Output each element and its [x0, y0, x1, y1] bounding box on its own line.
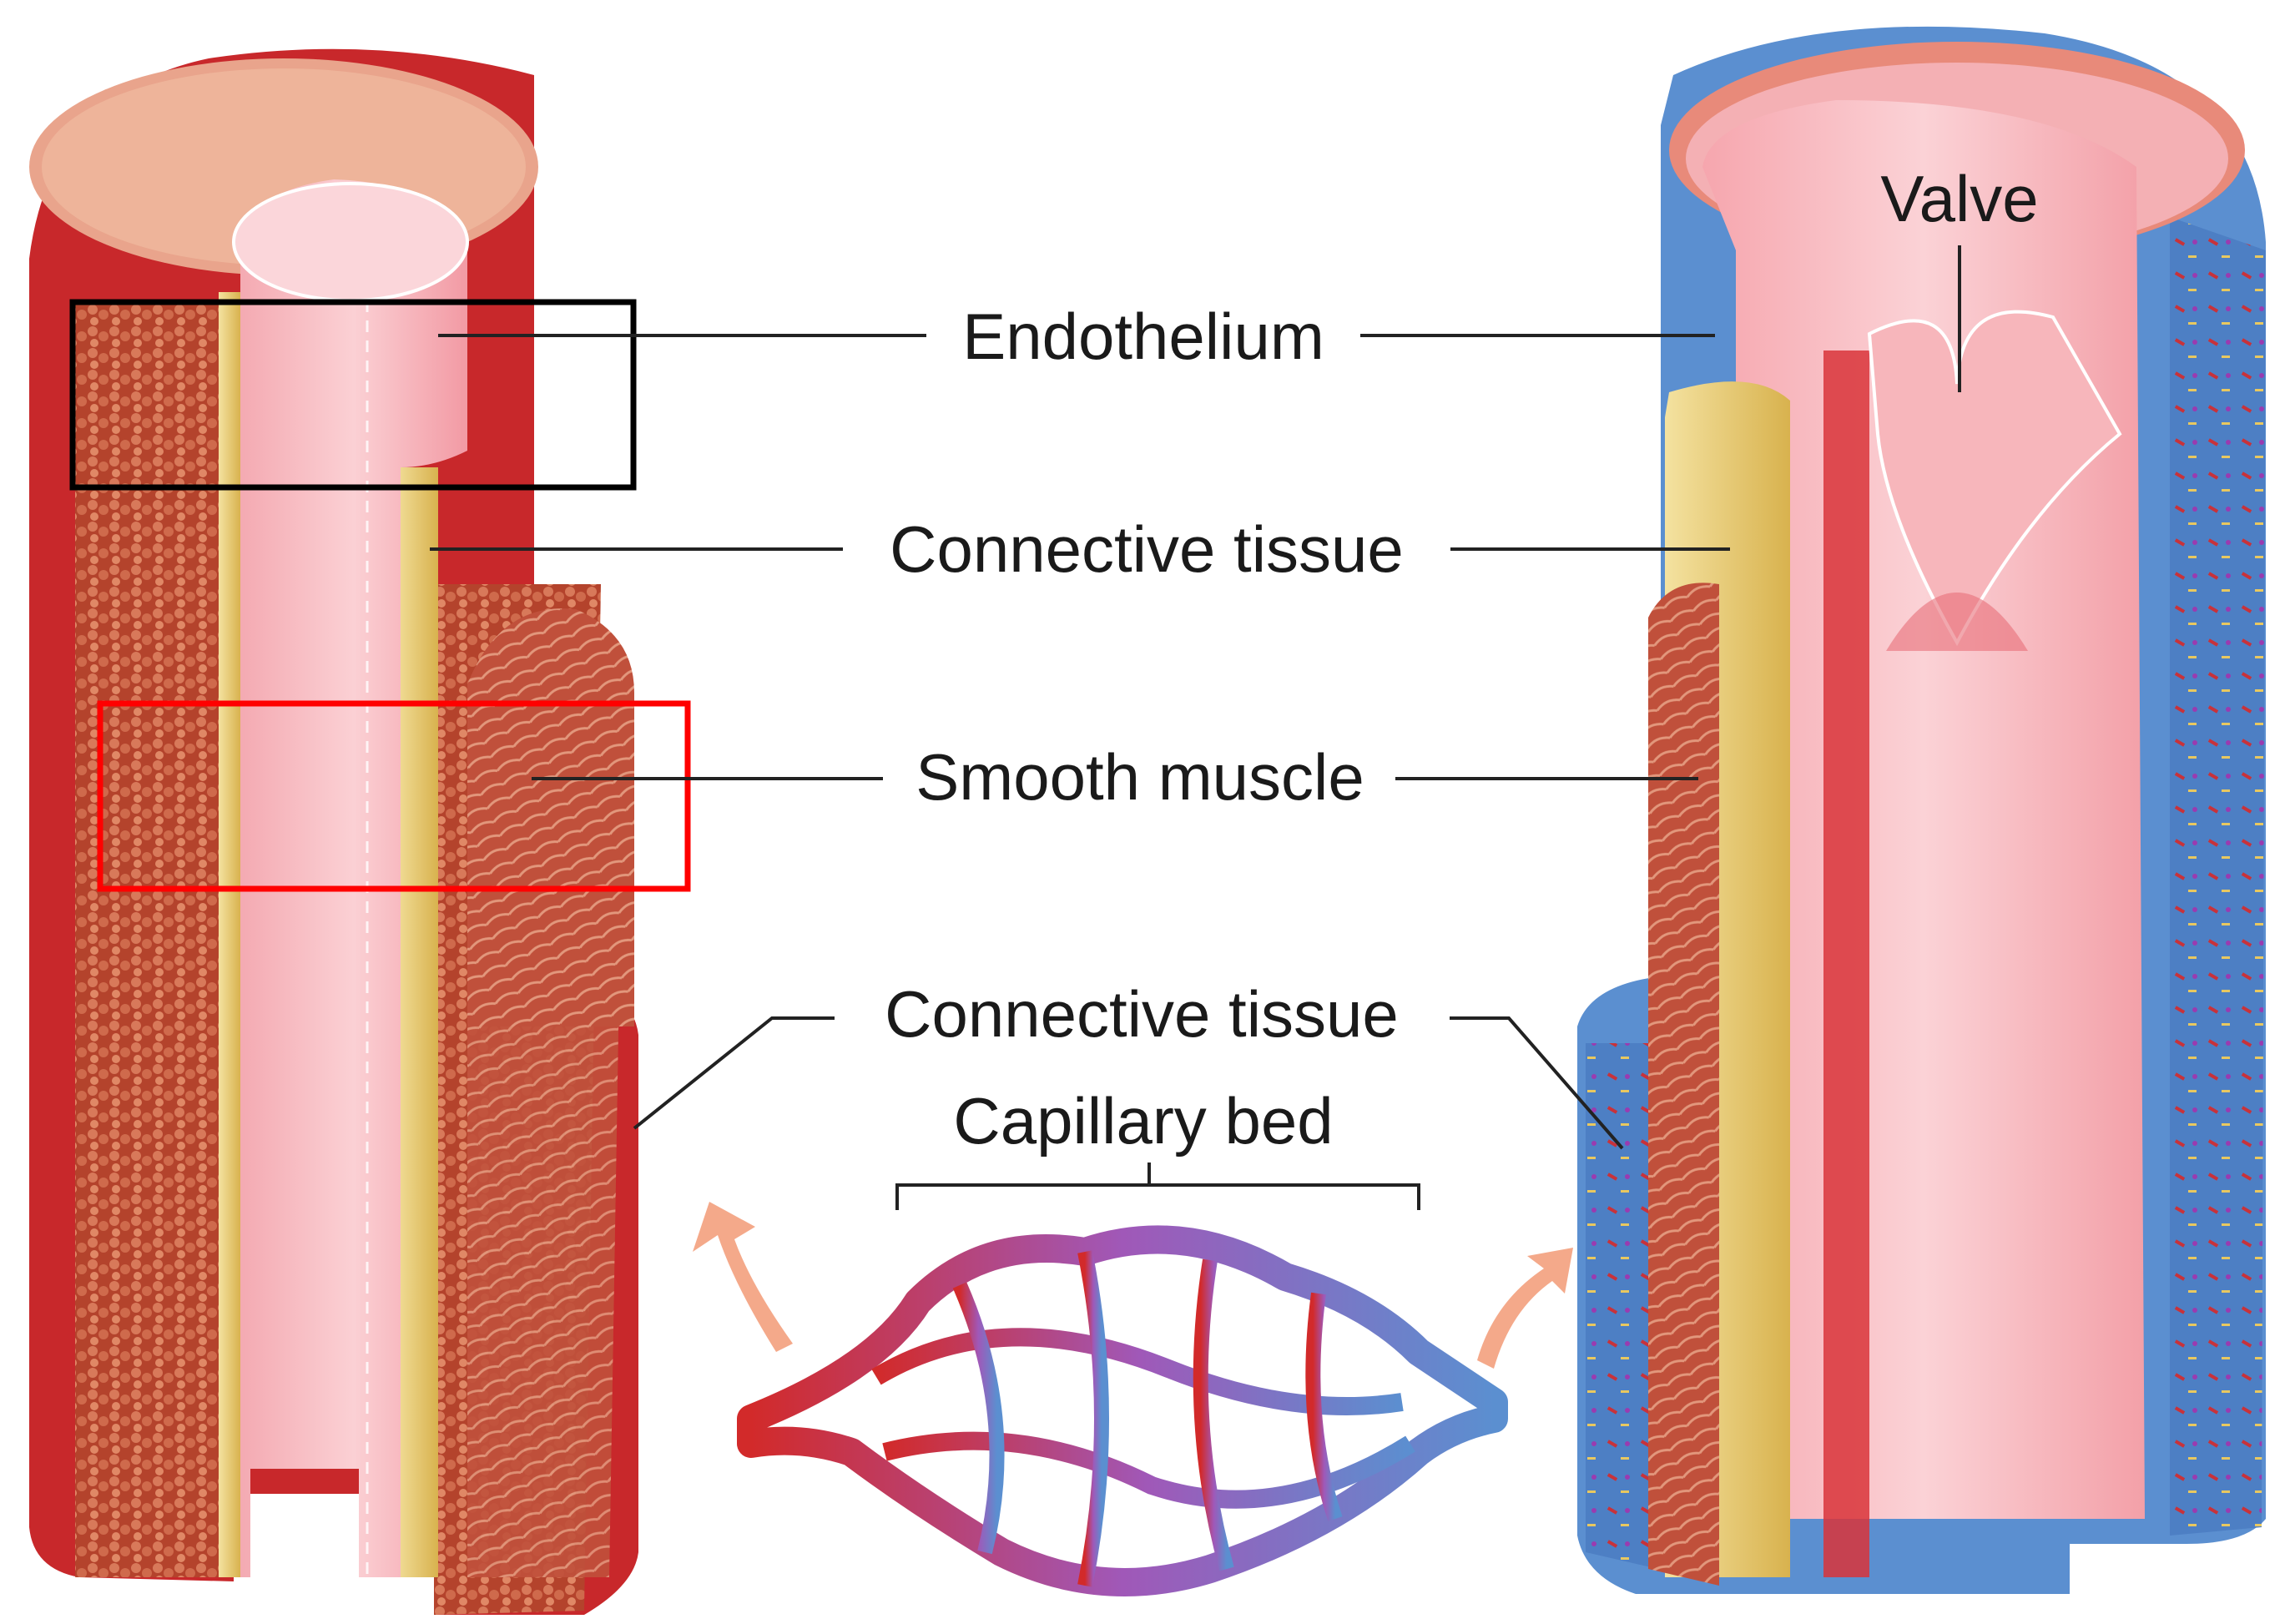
label-endothelium: Endothelium: [962, 300, 1324, 373]
vein-illustration: [1577, 27, 2266, 1594]
label-connective-tissue-upper: Connective tissue: [890, 512, 1404, 586]
connective-lower-leader-left: [634, 1018, 835, 1128]
label-capillary-bed: Capillary bed: [953, 1084, 1333, 1157]
flow-arrow-right-icon: [1477, 1248, 1573, 1369]
capillary-bed-bracket: [897, 1185, 1419, 1210]
capillary-bed-illustration: [693, 1202, 1573, 1586]
flow-arrow-left-icon: [693, 1202, 793, 1352]
label-smooth-muscle: Smooth muscle: [915, 740, 1364, 814]
artery-illustration: [29, 49, 638, 1615]
artery-muscle-layer: [75, 300, 225, 1577]
label-valve: Valve: [1880, 162, 2038, 235]
vein-smooth-muscle-layer: [1648, 583, 1719, 1586]
label-connective-tissue-lower: Connective tissue: [885, 977, 1399, 1051]
